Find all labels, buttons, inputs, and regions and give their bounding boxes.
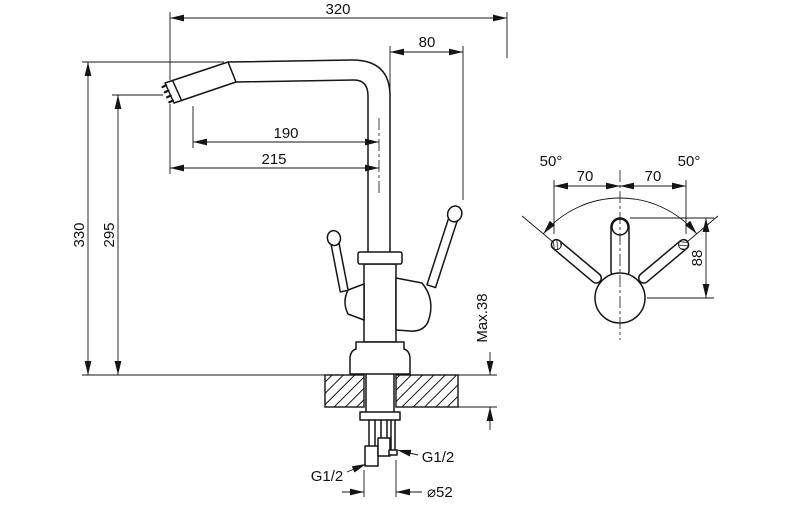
dim-190-label: 190 <box>273 125 298 142</box>
g12-left-label: G1/2 <box>311 468 344 485</box>
dim-max38-label: Max.38 <box>474 293 491 342</box>
dim-52-label: ⌀52 <box>427 484 453 501</box>
angle-right-label: 50° <box>678 153 701 170</box>
dimension-angle-left: 50° <box>540 153 621 234</box>
top-handle-left <box>550 238 603 284</box>
top-view: 50° 50° 70 70 88 <box>521 153 719 340</box>
body-boss-right <box>395 277 432 332</box>
hose-connector-left <box>364 445 379 467</box>
faucet-body <box>344 251 432 375</box>
dimension-angle-right: 50° <box>619 153 701 234</box>
countertop-hatch-left <box>324 374 365 408</box>
body-base <box>349 341 411 375</box>
countertop-section <box>324 374 459 408</box>
aerator-ring <box>171 79 183 102</box>
hose-connector-right <box>377 437 391 457</box>
dimension-max38: Max.38 <box>458 293 497 430</box>
side-view: 320 80 190 215 330 295 <box>71 1 508 501</box>
mounting-stud <box>388 449 398 456</box>
dim-215-label: 215 <box>261 151 286 168</box>
dimension-330: 330 <box>71 61 325 376</box>
dimension-190: 190 <box>192 106 379 148</box>
spout-head <box>164 61 237 104</box>
dimension-80: 80 <box>389 34 464 200</box>
dim-295-label: 295 <box>101 222 118 247</box>
body-collar <box>357 251 403 265</box>
top-handle-right <box>637 238 690 284</box>
mounting-nut <box>359 411 401 421</box>
supply-connections <box>359 374 401 467</box>
dimension-70-70: 70 70 <box>553 168 687 234</box>
dim-70-left-label: 70 <box>577 168 594 185</box>
countertop-hatch-right <box>395 374 459 408</box>
label-g12-right: G1/2 <box>396 449 455 466</box>
dimension-88: 88 <box>630 217 714 299</box>
dimension-320: 320 <box>169 1 508 80</box>
handle-left <box>326 229 349 293</box>
dim-88-label: 88 <box>689 250 706 267</box>
dim-80-label: 80 <box>419 34 436 51</box>
dimension-hole-52: ⌀52 <box>342 460 453 501</box>
dimension-215: 215 <box>169 104 379 174</box>
faucet-spout-outline <box>161 59 391 253</box>
g12-right-label: G1/2 <box>422 449 455 466</box>
dimension-295: 295 <box>101 94 163 375</box>
body-barrel <box>363 263 397 343</box>
dim-330-label: 330 <box>71 222 88 247</box>
aerator-teeth <box>161 84 174 104</box>
angle-left-label: 50° <box>540 153 563 170</box>
body-boss-left <box>344 283 365 321</box>
dim-320-label: 320 <box>325 1 350 18</box>
label-g12-left: G1/2 <box>311 463 367 485</box>
handle-right <box>426 205 463 289</box>
dim-70-right-label: 70 <box>645 168 662 185</box>
